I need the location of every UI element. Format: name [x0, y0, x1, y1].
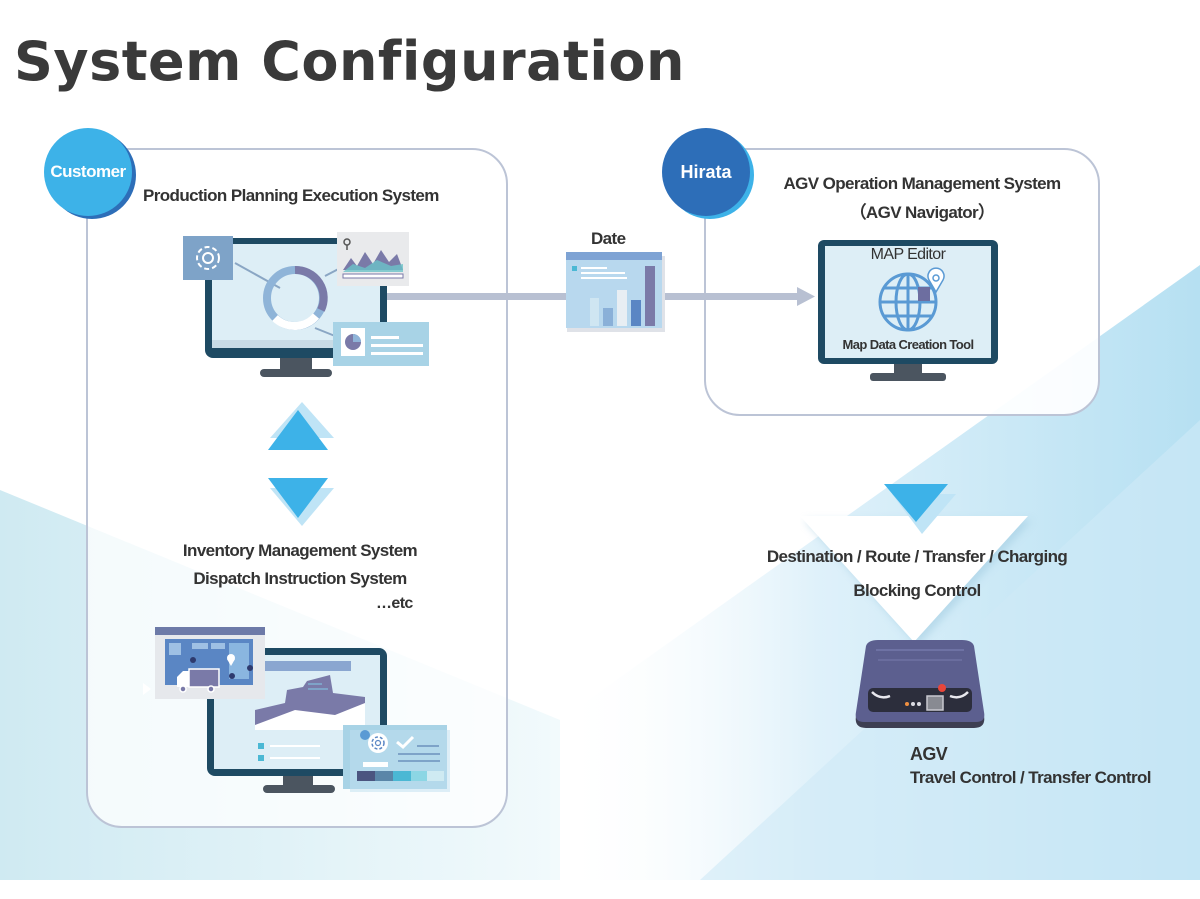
bar-2: [603, 308, 613, 326]
agv-robot-illustration: [855, 640, 985, 728]
bar-5: [645, 266, 655, 326]
map-editor-title: MAP Editor: [870, 246, 946, 263]
bar-1: [590, 298, 599, 326]
bg-bottom-strip: [0, 880, 1200, 899]
bar-4: [631, 300, 641, 326]
agv-label: AGV: [910, 744, 948, 764]
agv-sensor: [926, 695, 944, 711]
agv-headlight-right: [949, 691, 969, 699]
truck-icon: [177, 668, 220, 693]
location-pin-icon: [927, 267, 945, 294]
gear-icon: [371, 736, 385, 750]
funnel-triangle: [800, 516, 1028, 642]
globe-icon: [878, 272, 938, 332]
gear-card: [183, 236, 233, 280]
page-title: System Configuration: [14, 30, 685, 93]
map-data-creation-caption: Map Data Creation Tool: [842, 337, 974, 352]
agv-caption: Travel Control / Transfer Control: [910, 768, 1152, 787]
bar-3: [617, 290, 627, 326]
up-arrow-icon: [268, 410, 328, 450]
agv-navigator-subtitle: （AGV Navigator）: [849, 203, 996, 222]
control-line-2: Blocking Control: [853, 581, 981, 600]
monitor-base: [263, 785, 335, 793]
hirata-badge-label: Hirata: [680, 161, 732, 182]
control-funnel: [800, 484, 1032, 646]
inventory-management-label: Inventory Management System: [182, 541, 418, 560]
down-arrow-icon: [268, 478, 328, 518]
agv-status-light: [938, 684, 946, 692]
data-label: Date: [591, 229, 626, 248]
agv-operation-title: AGV Operation Management System: [783, 174, 1061, 193]
data-report-card: [566, 252, 665, 332]
donut-chart: [263, 265, 328, 330]
production-monitor-illustration: [183, 232, 429, 377]
hirata-badge: Hirata: [662, 128, 750, 216]
location-pin-icon: [227, 654, 235, 666]
dispatch-instruction-label: Dispatch Instruction System: [193, 569, 407, 588]
inventory-monitor-illustration: [143, 627, 450, 793]
control-line-1: Destination / Route / Transfer / Chargin…: [766, 547, 1068, 566]
location-pin-icon: [343, 238, 351, 250]
play-icon: [143, 683, 151, 695]
bidirectional-arrows: [268, 402, 334, 526]
agv-front-panel: [868, 688, 972, 712]
etc-label: …etc: [376, 595, 413, 612]
down-arrow-icon: [884, 484, 948, 522]
customer-badge: Customer: [44, 128, 132, 216]
map-editor-monitor: [818, 240, 998, 381]
agv-headlight-left: [871, 691, 891, 699]
monitor-base: [260, 369, 332, 377]
gear-icon: [196, 246, 220, 270]
monitor-neck: [280, 358, 312, 370]
monitor-base: [870, 373, 946, 381]
customer-badge-label: Customer: [50, 162, 126, 181]
monitor-neck: [894, 364, 922, 374]
production-planning-title: Production Planning Execution System: [143, 186, 439, 205]
check-icon: [396, 735, 415, 750]
